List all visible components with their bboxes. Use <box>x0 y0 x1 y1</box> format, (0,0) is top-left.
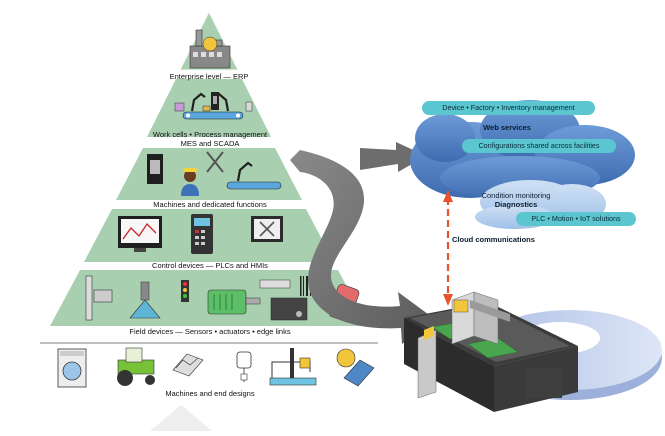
solar-panel-icon <box>336 348 375 387</box>
tier-label-machines: Machines and dedicated functions <box>153 200 267 209</box>
cloud-link-arrow <box>443 190 453 306</box>
tier-label-field: Field devices — Sensors • actuators • ed… <box>129 327 291 336</box>
tier-label-control: Control devices — PLCs and HMIs <box>152 261 268 270</box>
diagnostics-label: Diagnostics <box>494 200 538 209</box>
pill-configurations: Configurations shared across facilities <box>462 139 616 153</box>
web-services-label: Web services <box>483 123 531 132</box>
condition-monitoring-label: Condition monitoring <box>481 191 551 200</box>
tier-label-work-cells: Work cells • Process management <box>152 130 268 139</box>
operator-tools-icon <box>147 151 282 196</box>
base-label: Machines and end designs <box>165 389 255 398</box>
base-shadow <box>150 405 212 431</box>
pcb-conveyor-machine <box>404 291 578 412</box>
factory-icon <box>189 29 231 69</box>
iv-bag-icon <box>236 351 252 382</box>
sewing-machine-icon <box>269 348 317 386</box>
pill-inventory-management: Device • Factory • Inventory management <box>422 101 595 115</box>
plc-hmi-icon <box>118 214 283 254</box>
arrow-head-to-cloud <box>360 142 426 172</box>
tier-label-enterprise: Enterprise level — ERP <box>169 72 249 81</box>
printer-icon <box>172 353 204 377</box>
pill-plc-motion-iot: PLC • Motion • IoT solutions <box>516 212 636 226</box>
washing-machine-icon <box>57 348 87 388</box>
tractor-icon <box>117 347 155 386</box>
tier-label-work-cells-2: MES and SCADA <box>180 139 240 148</box>
flow-arrow <box>290 150 436 344</box>
cloud-communications-label: Cloud communications <box>452 235 535 244</box>
robot-arms-icon <box>174 92 253 120</box>
